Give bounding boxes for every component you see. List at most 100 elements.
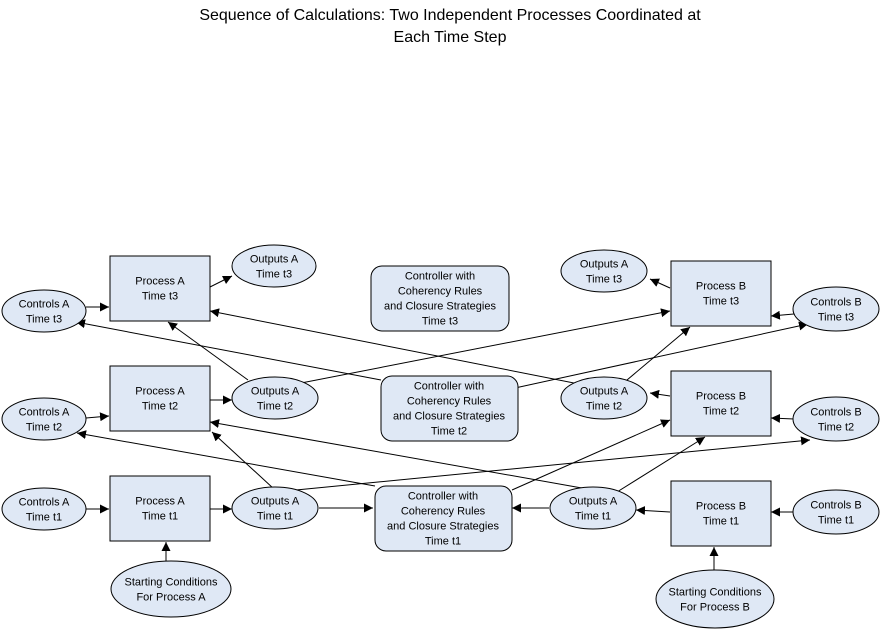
node-label-line: Outputs A (580, 386, 629, 398)
node-label: Controls A Time t2 (19, 407, 70, 434)
node-label-line: Time t1 (26, 512, 62, 524)
node-label-line: Outputs A (569, 496, 618, 508)
node-label-line: Time t2 (142, 401, 178, 413)
node-label-line: and Closure Strategies (393, 411, 505, 423)
process-b-t2: Process B Time t2 (670, 370, 772, 437)
controls-b-t3: Controls B Time t3 (792, 286, 880, 332)
node-label: Controls A Time t1 (19, 497, 70, 524)
diagram-title: Sequence of Calculations: Two Independen… (0, 5, 881, 49)
node-label-line: and Closure Strategies (384, 301, 496, 313)
edge-outB-t2-to-procA-t3 (209, 308, 580, 385)
node-label-line: Process A (135, 276, 185, 288)
controls-a-t1: Controls A Time t1 (1, 487, 87, 531)
node-label-line: Time t1 (703, 516, 739, 528)
node-label-line: Starting Conditions (125, 577, 218, 589)
node-label-line: Time t3 (142, 291, 178, 303)
node-label-line: Outputs A (250, 254, 299, 266)
edge-procB-outB-t3 (649, 278, 671, 289)
node-label-line: Time t3 (818, 312, 854, 324)
outputs-a-t2-right: Outputs A Time t2 (560, 376, 648, 420)
node-label-line: Time t3 (256, 269, 292, 281)
node-label: Controls B Time t3 (810, 297, 861, 324)
node-label-line: Time t3 (703, 296, 739, 308)
node-label: Process B Time t3 (696, 281, 746, 308)
node-label-line: Time t3 (26, 314, 62, 326)
edge-outA-t1-to-ctrlB-t2 (295, 436, 811, 491)
edge-ctrlA-procA-t2 (85, 412, 110, 422)
node-label: Outputs A Time t2 (580, 386, 629, 413)
node-label-line: Process B (696, 391, 746, 403)
node-label-line: Outputs A (251, 496, 300, 508)
node-label: Controls A Time t3 (19, 299, 70, 326)
node-label-line: Controls A (19, 299, 70, 311)
edge-outA-t2-to-procB-t3 (295, 308, 671, 385)
node-label-line: Controls B (810, 297, 861, 309)
node-label: Controls B Time t2 (810, 407, 861, 434)
node-label-line: Time t2 (586, 401, 622, 413)
edge-outB-t1-to-procB-t2 (616, 436, 706, 493)
node-label: Outputs A Time t3 (250, 254, 299, 281)
node-label-line: Outputs A (580, 259, 629, 271)
node-label-line: For Process A (136, 592, 206, 604)
process-b-t3: Process B Time t3 (670, 260, 772, 327)
node-label-line: Process B (696, 281, 746, 293)
node-label-line: Time t1 (142, 511, 178, 523)
node-label-line: Process A (135, 386, 185, 398)
controls-a-t2: Controls A Time t2 (1, 397, 87, 441)
node-label-line: Outputs A (251, 386, 300, 398)
nodes: Controls A Time t3 Process A Time t3 Outpu… (1, 244, 880, 629)
edge-outB-t1-to-procA-t2 (209, 419, 594, 491)
node-label: Outputs A Time t3 (580, 259, 629, 286)
node-label-line: Controller with (414, 381, 484, 393)
edge-controller-t1-to-procB-t2 (511, 419, 671, 491)
outputs-a-t3-left: Outputs A Time t3 (231, 244, 317, 288)
edges (75, 275, 811, 577)
node-label-line: Time t3 (586, 274, 622, 286)
outputs-a-t3-right: Outputs A Time t3 (560, 249, 648, 293)
edge-procB-outB-t2 (649, 389, 671, 399)
edge-controller-t1-to-ctrlA-t2 (76, 430, 376, 487)
node-label-line: Controls B (810, 500, 861, 512)
edge-ctrlB-procB-t2 (770, 413, 795, 423)
node-label-line: Controls B (810, 407, 861, 419)
edge-controller-t2-to-ctrlA-t3 (75, 319, 382, 381)
process-a-t1: Process A Time t1 (109, 475, 211, 542)
node-label-line: Time t2 (26, 422, 62, 434)
edge-outA-t2-to-procA-t3 (167, 321, 249, 381)
node-label-line: For Process B (680, 602, 750, 614)
node-label: Process A Time t1 (135, 496, 185, 523)
node-label-line: Controller with (405, 271, 475, 283)
node-label-line: Coherency Rules (398, 286, 483, 298)
node-label-line: Process A (135, 496, 185, 508)
controls-a-t3: Controls A Time t3 (1, 289, 87, 333)
node-label-line: Controls A (19, 407, 70, 419)
node-label-line: Time t2 (818, 422, 854, 434)
node-label-line: Coherency Rules (407, 396, 492, 408)
node-label-line: Time t2 (703, 406, 739, 418)
edge-outB-t2-to-procB-t3 (626, 326, 691, 381)
edge-outA-t1-to-procA-t2 (211, 431, 275, 490)
node-label: Process B Time t2 (696, 391, 746, 418)
title-line-1: Sequence of Calculations: Two Independen… (199, 7, 701, 24)
node-label-line: Controls A (19, 497, 70, 509)
node-label-line: Starting Conditions (669, 587, 762, 599)
controls-b-t2: Controls B Time t2 (792, 396, 880, 442)
node-label-line: Time t1 (425, 536, 461, 548)
node-label-line: Time t2 (431, 426, 467, 438)
